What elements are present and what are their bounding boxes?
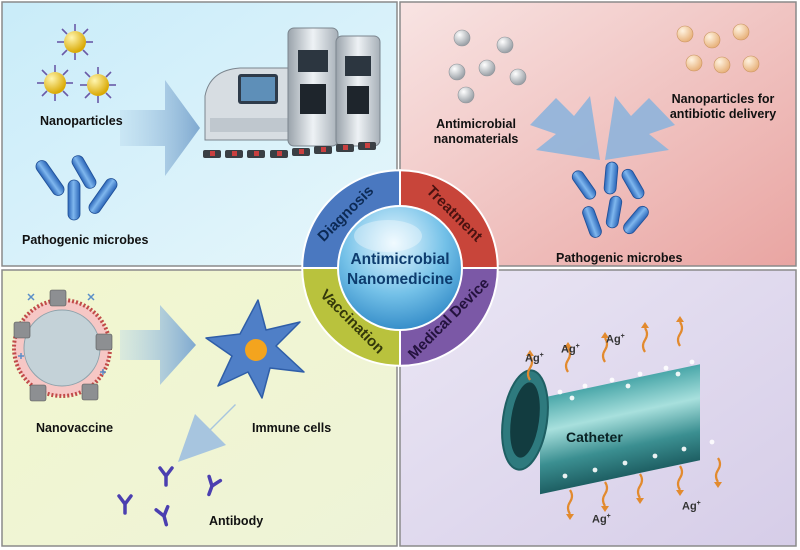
center-title-line2: Nanomedicine: [347, 271, 453, 288]
antibody-label: Antibody: [209, 514, 264, 528]
pathogenic-microbe-icons-treatment: [571, 161, 649, 238]
catheter-label: Catheter: [566, 429, 623, 445]
immune-cell-nucleus-icon: [245, 339, 267, 361]
antibody-icons: [117, 466, 223, 527]
immune-cells-label: Immune cells: [252, 421, 332, 435]
silver-ion-charge: +: [539, 352, 544, 359]
silver-nanomaterial-icons: [448, 29, 527, 104]
pathogenic-microbe-icons-diagnosis: [35, 155, 118, 221]
silver-ion-charge: +: [575, 343, 580, 350]
antibiotic-delivery-label: Nanoparticles for antibiotic delivery: [657, 92, 789, 122]
nanoparticles-label: Nanoparticles: [40, 114, 123, 128]
pathogenic-microbes-label-treatment: Pathogenic microbes: [556, 251, 683, 265]
silver-ion-label: Ag+: [606, 333, 625, 346]
center-ring: [301, 169, 499, 367]
silver-ion-charge: +: [696, 500, 701, 507]
catheter-icon: [501, 359, 715, 495]
silver-ion-release-arrows: [526, 321, 722, 515]
vaccination-arrow-icon: [120, 305, 196, 385]
silver-ion-label: Ag+: [525, 352, 544, 365]
silver-ion-label: Ag+: [682, 500, 701, 513]
silver-ion-arrowheads: [526, 316, 722, 520]
pathogenic-microbes-label-diagnosis: Pathogenic microbes: [22, 233, 149, 247]
silver-ion-symbol: Ag: [561, 343, 576, 356]
nanovaccine-icon: [12, 289, 113, 402]
delivery-label-line1: Nanoparticles for: [671, 92, 775, 106]
silver-ion-charge: +: [606, 513, 611, 520]
antimicrobial-label-line1: Antimicrobial: [436, 117, 516, 131]
peach-nanoparticle-icons: [676, 23, 760, 74]
silver-ion-symbol: Ag: [525, 352, 540, 365]
silver-ion-symbol: Ag: [682, 500, 697, 513]
diagnosis-arrow-icon: [120, 80, 200, 176]
gold-nanoparticle-icons: [37, 24, 116, 103]
silver-ion-label: Ag+: [561, 343, 580, 356]
silver-ion-symbol: Ag: [606, 333, 621, 346]
antibody-arrow-icon: [178, 404, 236, 462]
silver-ion-label: Ag+: [592, 513, 611, 526]
delivery-label-line2: antibiotic delivery: [669, 107, 777, 121]
antimicrobial-label-line2: nanomaterials: [433, 132, 519, 146]
treatment-right-arrow-icon: [605, 96, 675, 160]
center-title-line1: Antimicrobial: [350, 251, 449, 268]
silver-ion-charge: +: [620, 333, 625, 340]
antimicrobial-nanomaterials-label: Antimicrobial nanomaterials: [426, 117, 526, 147]
diagnostic-device-icon: [203, 27, 381, 158]
nanovaccine-label: Nanovaccine: [36, 421, 114, 435]
center-sphere: [337, 205, 463, 331]
treatment-left-arrow-icon: [530, 96, 600, 160]
silver-ion-symbol: Ag: [592, 513, 607, 526]
